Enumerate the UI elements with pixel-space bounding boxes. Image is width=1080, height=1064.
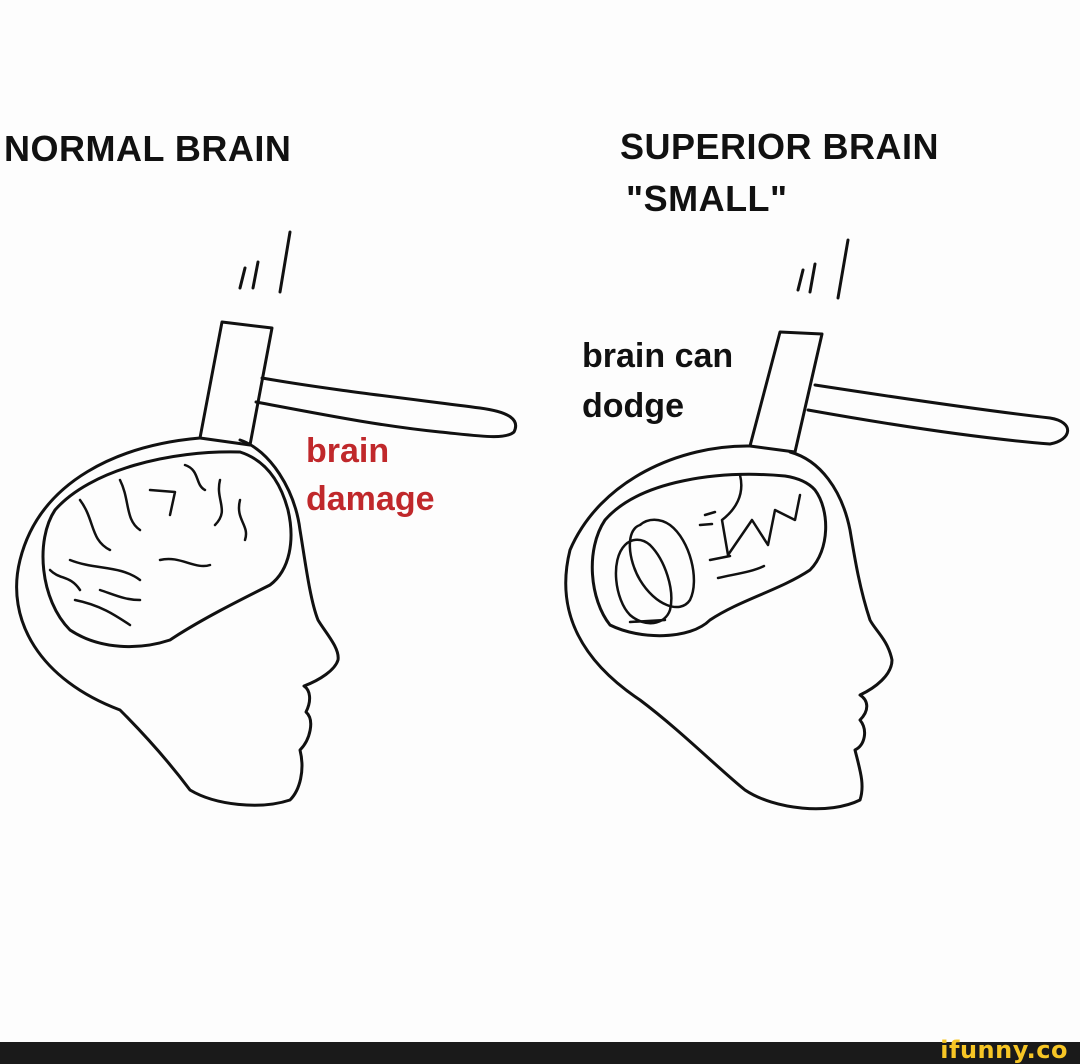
right-panel-subtitle: "SMALL" — [626, 178, 788, 219]
right-head-icon — [564, 444, 894, 811]
left-head-icon — [15, 436, 340, 807]
right-caption-line2: dodge — [582, 387, 684, 425]
right-caption-line1: brain can — [582, 337, 734, 375]
right-brain-icon — [614, 473, 802, 625]
watermark-bar: ifunny.co — [0, 1036, 1080, 1064]
left-caption-line2: damage — [306, 480, 435, 518]
ifunny-watermark: ifunny.co — [940, 1036, 1068, 1064]
right-motion-lines-icon — [796, 238, 850, 300]
drawing — [15, 230, 1070, 811]
left-hammer-icon — [198, 320, 517, 447]
right-panel-title: SUPERIOR BRAIN — [620, 126, 940, 167]
left-panel-title: NORMAL BRAIN — [4, 128, 292, 169]
right-hammer-icon — [748, 330, 1070, 454]
left-motion-lines-icon — [238, 230, 292, 294]
left-brain-icon — [48, 463, 248, 627]
meme-canvas: NORMAL BRAIN SUPERIOR BRAIN "SMALL" — [4, 126, 1070, 811]
left-caption-line1: brain — [306, 432, 390, 470]
